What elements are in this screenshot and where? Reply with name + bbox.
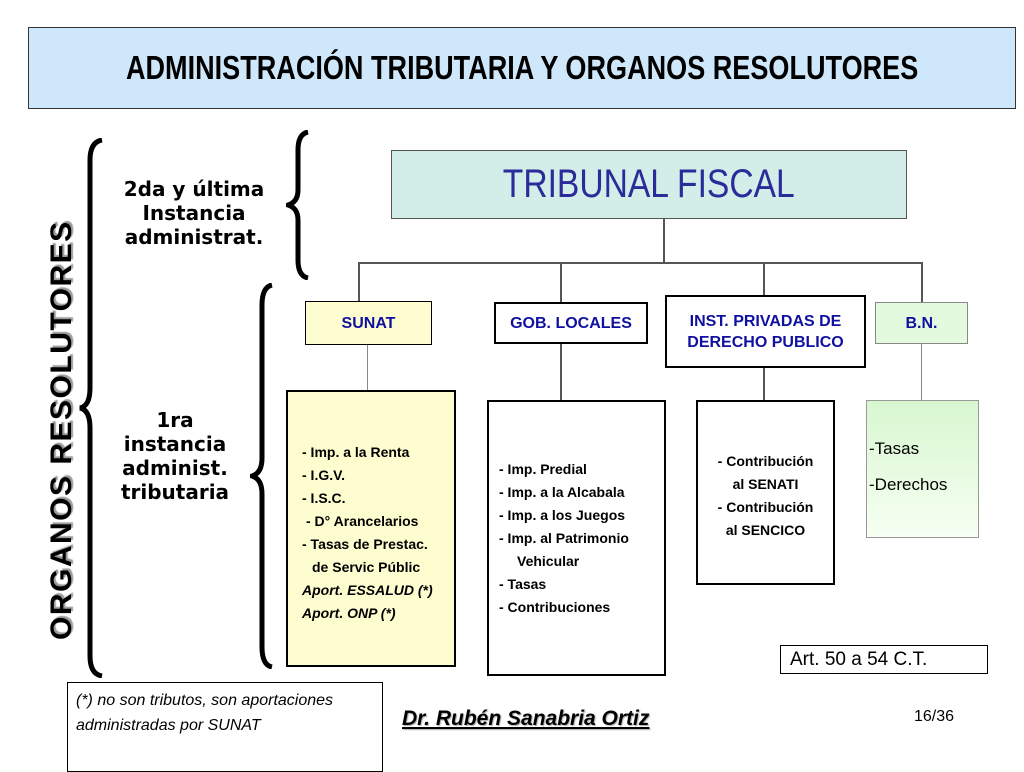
sunat-item: - I.S.C. bbox=[302, 490, 346, 506]
second-instance-text: 2da y última Instancia administrat. bbox=[104, 177, 284, 249]
sunat-item: - D° Arancelarios bbox=[306, 513, 419, 529]
gob-locales-list-box: - Imp. Predial - Imp. a la Alcabala - Im… bbox=[487, 400, 666, 676]
side-label-vertical: ORGANOS RESOLUTORES bbox=[45, 220, 78, 640]
connector-line bbox=[358, 262, 923, 264]
footnote: (*) no son tributos, son aportaciones ad… bbox=[67, 682, 383, 772]
gob-locales-item: - Imp. a la Alcabala bbox=[499, 484, 625, 500]
connector-line bbox=[921, 344, 922, 400]
article-reference: Art. 50 a 54 C.T. bbox=[780, 645, 988, 674]
sunat-italic-item: Aport. ESSALUD (*) bbox=[302, 582, 433, 598]
page-number: 16/36 bbox=[914, 708, 955, 725]
second-instance-line-3: administrat. bbox=[124, 225, 264, 249]
gob-locales-item: - Imp. a los Juegos bbox=[499, 507, 626, 523]
gob-locales-item: - Imp. Predial bbox=[499, 461, 587, 477]
first-instance-brace-icon bbox=[250, 283, 273, 669]
sunat-item: - Imp. a la Renta bbox=[302, 444, 410, 460]
connector-line bbox=[358, 262, 360, 301]
connector-line bbox=[560, 262, 562, 302]
first-instance-line-4: tributaria bbox=[120, 480, 230, 504]
bn-item: -Derechos bbox=[869, 475, 948, 494]
tribunal-fiscal-label: TRIBUNAL FISCAL bbox=[503, 162, 795, 206]
slide-title-box: ADMINISTRACIÓN TRIBUTARIA Y ORGANOS RESO… bbox=[28, 27, 1016, 109]
second-instance-line-1: 2da y última bbox=[123, 177, 265, 201]
first-instance-text: 1ra instancia administ. tributaria bbox=[100, 408, 250, 504]
first-instance-line-2: instancia bbox=[123, 432, 227, 456]
bn-item: -Tasas bbox=[869, 439, 920, 458]
gob-locales-item: - Contribuciones bbox=[499, 599, 611, 615]
connector-line bbox=[663, 219, 665, 263]
sunat-item: - Tasas de Prestac. bbox=[302, 536, 428, 552]
bn-label: B.N. bbox=[905, 314, 938, 332]
connector-line bbox=[763, 262, 765, 295]
sunat-list-box: - Imp. a la Renta - I.G.V. - I.S.C. - D°… bbox=[286, 390, 456, 667]
inst-privadas-item: al SENATI bbox=[732, 476, 799, 492]
gob-locales-label: GOB. LOCALES bbox=[510, 314, 632, 332]
bn-label-box: B.N. bbox=[875, 302, 968, 344]
slide-title: ADMINISTRACIÓN TRIBUTARIA Y ORGANOS RESO… bbox=[125, 49, 919, 86]
tribunal-fiscal-box: TRIBUNAL FISCAL bbox=[391, 150, 907, 219]
gob-locales-item: - Tasas bbox=[499, 576, 547, 592]
connector-line bbox=[560, 344, 562, 400]
second-instance-line-2: Instancia bbox=[142, 201, 246, 225]
sunat-item: - I.G.V. bbox=[302, 467, 346, 483]
inst-privadas-list-box: - Contribución al SENATI - Contribución … bbox=[696, 400, 835, 585]
inst-privadas-label-line: DERECHO PUBLICO bbox=[687, 333, 844, 351]
outer-brace-icon bbox=[79, 138, 103, 678]
inst-privadas-label-line: INST. PRIVADAS DE bbox=[689, 312, 842, 330]
sunat-item: de Servic Públic bbox=[312, 559, 421, 575]
bn-list-box: -Tasas -Derechos bbox=[866, 400, 979, 538]
gob-locales-item: - Imp. al Patrimonio bbox=[499, 530, 629, 546]
inst-privadas-item: - Contribución bbox=[717, 499, 814, 515]
gob-locales-label-box: GOB. LOCALES bbox=[494, 302, 648, 344]
connector-line bbox=[763, 368, 765, 400]
first-instance-line-3: administ. bbox=[122, 456, 228, 480]
first-instance-line-1: 1ra bbox=[156, 408, 194, 432]
inst-privadas-item: - Contribución bbox=[717, 453, 814, 469]
gob-locales-item: Vehicular bbox=[517, 553, 580, 569]
inst-privadas-item: al SENCICO bbox=[725, 522, 806, 538]
second-instance-brace-icon bbox=[286, 130, 309, 280]
author-name: Dr. Rubén Sanabria Ortiz bbox=[402, 707, 650, 730]
sunat-italic-item: Aport. ONP (*) bbox=[302, 605, 396, 621]
connector-line bbox=[367, 344, 368, 390]
inst-privadas-label-box: INST. PRIVADAS DE DERECHO PUBLICO bbox=[665, 295, 866, 368]
sunat-label: SUNAT bbox=[341, 314, 396, 332]
connector-line bbox=[921, 262, 923, 302]
sunat-label-box: SUNAT bbox=[305, 301, 432, 345]
